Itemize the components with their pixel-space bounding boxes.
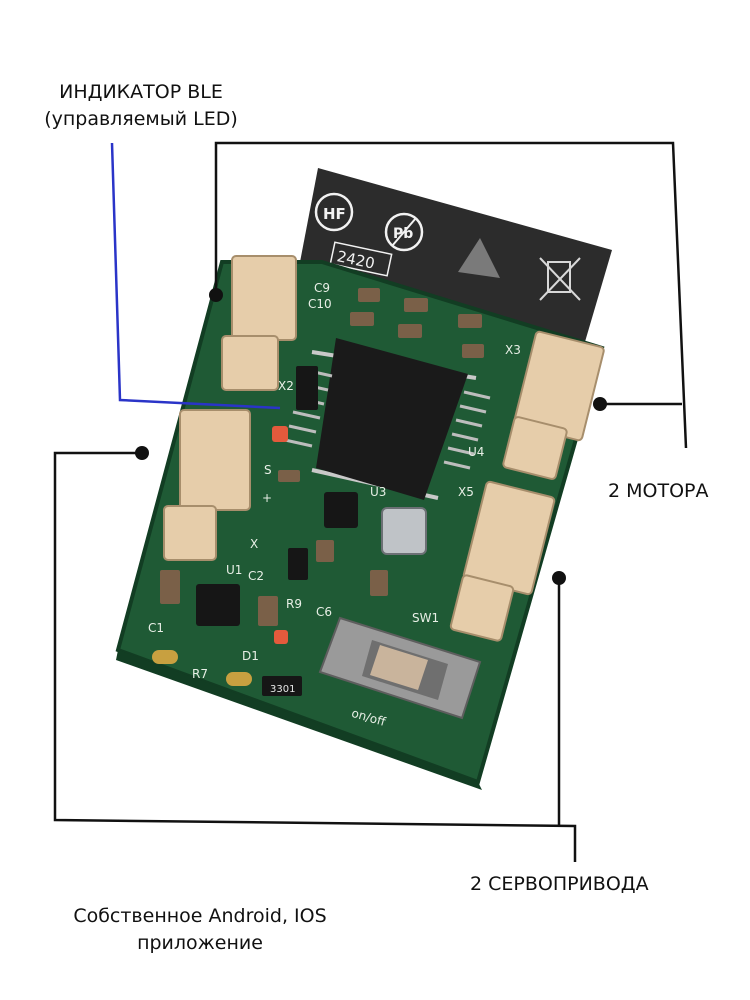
main-chip [284, 338, 491, 500]
callout-motors [214, 141, 688, 449]
silkscreen-labels: C9 C10 X3 X2 U4 X5 U3 S + X U1 C2 R9 C6 … [148, 281, 521, 729]
connector-servo-1 [163, 409, 251, 561]
silk-c1: C1 [148, 621, 164, 635]
status-leds [272, 426, 288, 644]
label-motors: 2 МОТОРА [608, 480, 709, 502]
label-app: Собственное Android, IOS приложение [20, 903, 380, 957]
silk-s: S [264, 463, 272, 477]
label-app-line1: Собственное Android, IOS [73, 905, 327, 927]
weee-bin-icon [539, 257, 581, 301]
smd-components [152, 288, 484, 686]
crystal [381, 507, 427, 555]
silk-c2: C2 [248, 569, 264, 583]
callout-dots [135, 288, 607, 585]
resistor-code: 3301 [270, 684, 295, 695]
label-ble-indicator: ИНДИКАТОР BLE (управляемый LED) [0, 79, 282, 133]
dot-servo-2 [552, 571, 566, 585]
silk-u4: U4 [468, 445, 484, 459]
connector-servo-2 [449, 480, 556, 642]
silk-x3: X3 [505, 343, 521, 357]
label-servos: 2 СЕРВОПРИВОДА [470, 873, 649, 895]
silk-plus: + [262, 491, 272, 505]
pb-free-icon [384, 212, 424, 252]
silk-u1: U1 [226, 563, 242, 577]
silk-sw1: SW1 [412, 611, 439, 625]
silk-r9: R9 [286, 597, 302, 611]
silk-u3: U3 [370, 485, 386, 499]
transistors [196, 366, 358, 696]
dot-motor-2 [593, 397, 607, 411]
hf-icon [314, 192, 354, 232]
silk-c6: C6 [316, 605, 332, 619]
connector-motor-2 [502, 330, 605, 480]
silk-x: X [250, 537, 258, 551]
callout-servos [53, 451, 577, 862]
dot-servo-1 [135, 446, 149, 460]
silk-x5: X5 [458, 485, 474, 499]
callout-ble [110, 142, 281, 410]
pb-mark: Pb [393, 226, 413, 242]
silk-c10: C10 [308, 297, 332, 311]
silk-c9: C9 [314, 281, 330, 295]
power-switch [318, 616, 482, 720]
silk-d1: D1 [242, 649, 259, 663]
label-ble-line2: (управляемый LED) [44, 108, 238, 130]
label-ble-line1: ИНДИКАТОР BLE [59, 81, 223, 103]
connector-motor-1 [221, 255, 297, 391]
silk-x2: X2 [278, 379, 294, 393]
silk-r7: R7 [192, 667, 208, 681]
pcb-board [115, 260, 605, 790]
label-app-line2: приложение [137, 932, 263, 954]
esd-warning-icon [458, 238, 500, 278]
hf-mark: HF [323, 205, 346, 223]
dot-motor-1 [209, 288, 223, 302]
connectors [163, 255, 605, 642]
